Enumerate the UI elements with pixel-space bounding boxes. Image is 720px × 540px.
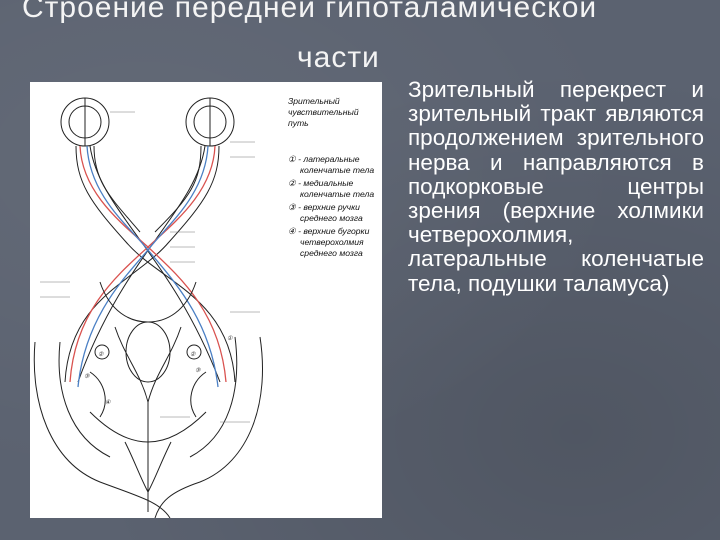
marker-4: ④ xyxy=(105,399,111,406)
slide-body-text: Зрительный перекрест и зрительный тракт … xyxy=(408,78,704,296)
legend-line-9: среднего мозга xyxy=(300,213,363,223)
legend-line-2: чувствительный xyxy=(288,107,359,117)
marker-2-right: ② xyxy=(190,351,196,358)
legend-line-6: ② - медиальные xyxy=(288,178,354,188)
marker-2-left: ② xyxy=(98,351,104,358)
legend-line-7: коленчатые тела xyxy=(300,189,374,199)
slide-title-line-1: Строение передней гипоталамической xyxy=(22,0,597,25)
legend-line-1: Зрительный xyxy=(288,96,340,106)
brain-section-outline xyxy=(34,282,262,518)
right-eye xyxy=(186,98,234,146)
visual-pathway-diagram: ① ② ② ③ ③ ④ Зрительный чувствительный пу… xyxy=(30,82,382,518)
visual-pathway-figure: ① ② ② ③ ③ ④ Зрительный чувствительный пу… xyxy=(30,82,382,518)
legend-line-10: ④ - верхние бугорки xyxy=(288,226,370,236)
left-eye xyxy=(61,98,109,146)
slide-title-line-2: части xyxy=(297,41,380,75)
legend-line-12: среднего мозга xyxy=(300,248,363,258)
legend-line-8: ③ - верхние ручки xyxy=(288,202,360,212)
leader-lines xyxy=(40,112,260,422)
red-visual-path xyxy=(70,146,226,382)
legend-line-5: коленчатые тела xyxy=(300,165,374,175)
legend-line-3: путь xyxy=(288,118,309,128)
circled-number-markers: ① ② ② ③ ③ ④ xyxy=(84,335,233,406)
marker-3-left: ③ xyxy=(84,373,90,380)
legend-line-11: четверохолмия xyxy=(300,237,364,247)
legend-line-4: ① - латеральные xyxy=(288,154,360,164)
figure-legend: Зрительный чувствительный путь ① - латер… xyxy=(288,96,374,258)
marker-3-right: ③ xyxy=(195,367,201,374)
marker-1: ① xyxy=(227,335,233,342)
geniculate-bodies xyxy=(95,345,201,359)
